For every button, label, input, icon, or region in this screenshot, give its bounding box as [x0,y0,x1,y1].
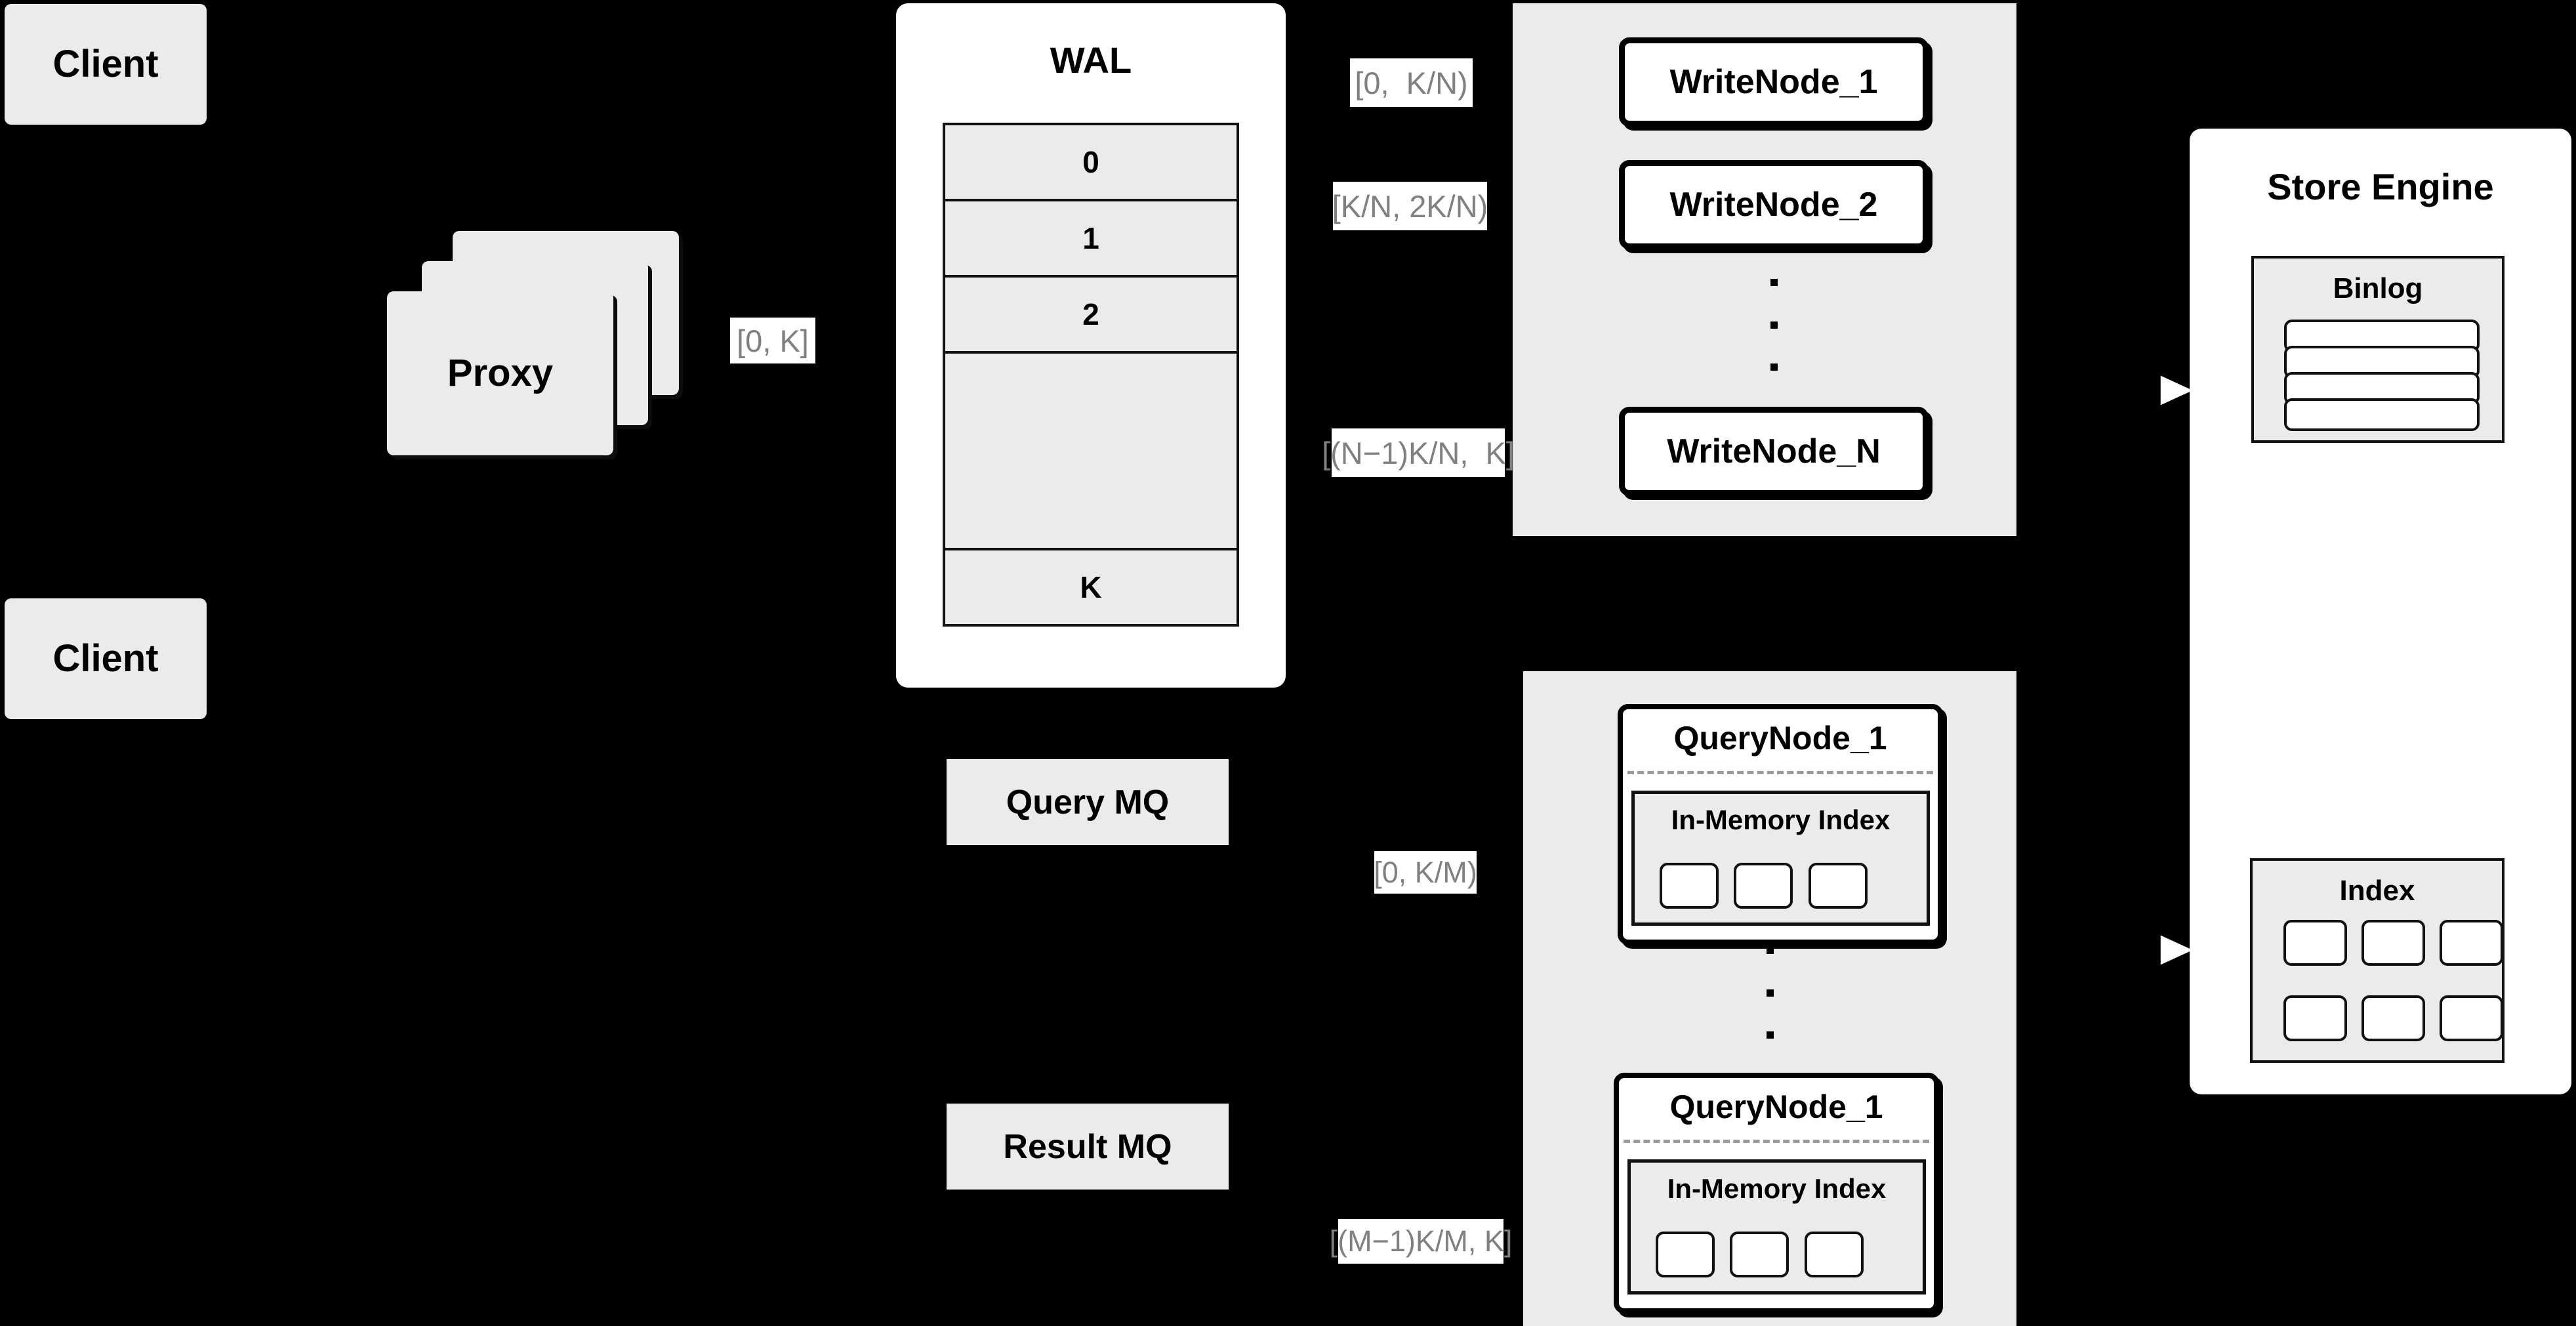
edge-label-mq-to-querynode-m: [(M−1)K/M, K] [1330,1219,1512,1264]
write-node-1[interactable]: WriteNode_1 [1619,37,1929,127]
edge-label-wal-to-writenode-2: [K/N, 2K/N) [1332,182,1488,230]
wal-entry-ellipsis [943,351,2037,848]
index-title: Index [2250,873,2504,909]
index-cell-r2c2[interactable] [2361,995,2425,1041]
store-engine-title: Store Engine [2190,166,2571,208]
wal-entry-1[interactable]: 1 [943,199,1239,275]
edge-label-proxy-to-wal-text: [0, K] [737,323,809,358]
write-nodes-vertical-ellipsis-icon [1770,279,1778,371]
edge-label-wal-to-writenode-1: [0, K/N) [1350,58,1473,107]
index-cell-r2c3[interactable] [2440,995,2503,1041]
proxy-label: Proxy [447,352,554,394]
query-node-m-segment-2[interactable] [1730,1232,1789,1277]
write-node-1-label: WriteNode_1 [1669,63,1878,101]
wal-entry-k[interactable]: K [943,548,1239,627]
wal-entry-2-label: 2 [1082,297,1099,331]
query-node-m-divider [1624,1140,1929,1143]
store-engine-title-text: Store Engine [2267,166,2494,207]
query-node-1-segment-1[interactable] [1660,863,1719,909]
index-cell-r1c1[interactable] [2283,920,2347,966]
query-mq-box[interactable]: Query MQ [947,759,1229,845]
query-nodes-vertical-ellipsis-icon [1766,947,1774,1039]
binlog-title-text: Binlog [2333,272,2423,304]
query-node-1-label-text: QueryNode_1 [1673,720,1887,756]
wal-entry-2[interactable]: 2 [943,275,1239,351]
edge-label-mq-to-querynode-1: [0, K/M) [1374,851,1477,894]
query-node-m-segment-1[interactable] [1656,1232,1715,1277]
result-mq-box[interactable]: Result MQ [947,1104,1229,1190]
proxy-box[interactable]: Proxy [387,291,613,455]
result-mq-label: Result MQ [1003,1127,1172,1166]
query-node-1-segment-3[interactable] [1809,863,1868,909]
query-node-1-divider [1627,771,1933,774]
write-node-2-label: WriteNode_2 [1669,186,1878,224]
query-node-m-memory-index-label: In-Memory Index [1627,1171,1926,1207]
query-node-1-memory-index-label: In-Memory Index [1631,802,1930,838]
write-node-n-label: WriteNode_N [1667,432,1881,470]
wal-entry-0-label: 0 [1082,145,1099,179]
edge-label-mq-to-querynode-m-text: [(M−1)K/M, K] [1329,1224,1513,1258]
query-node-m-label-text: QueryNode_1 [1669,1088,1883,1125]
edge-label-wal-to-writenode-n: [(N−1)K/N, K] [1322,428,1515,477]
client-box-2[interactable]: Client [5,598,207,719]
wal-entry-1-label: 1 [1082,221,1099,255]
query-node-m-memory-index-label-text: In-Memory Index [1667,1172,1887,1204]
query-node-1-segment-2[interactable] [1734,863,1793,909]
edge-label-proxy-to-wal: [0, K] [730,318,815,363]
query-node-m-segment-3[interactable] [1805,1232,1864,1277]
write-node-n[interactable]: WriteNode_N [1619,407,1929,496]
edge-label-wal-to-writenode-n-text: [(N−1)K/N, K] [1322,435,1515,470]
index-cell-r1c2[interactable] [2361,920,2425,966]
client-box-1[interactable]: Client [5,4,207,125]
write-node-2[interactable]: WriteNode_2 [1619,160,1929,249]
binlog-title: Binlog [2251,270,2504,307]
edge-label-wal-to-writenode-1-text: [0, K/N) [1355,65,1468,100]
wal-entry-0[interactable]: 0 [943,123,1239,199]
query-mq-label: Query MQ [1006,783,1170,821]
index-title-text: Index [2339,875,2415,907]
query-node-m-label: QueryNode_1 [1614,1084,1939,1130]
edge-label-mq-to-querynode-1-text: [0, K/M) [1374,855,1477,889]
client-label-1: Client [52,43,159,85]
wal-entry-k-label: K [1080,570,1102,604]
edge-label-wal-to-writenode-2-text: [K/N, 2K/N) [1332,188,1488,224]
query-node-1-label: QueryNode_1 [1618,715,1943,761]
wal-vertical-ellipsis-icon [2029,754,2037,848]
binlog-row-4[interactable] [2284,398,2480,431]
wal-title-text: WAL [1050,39,1132,81]
query-node-1-memory-index-label-text: In-Memory Index [1671,804,1891,835]
index-cell-r1c3[interactable] [2440,920,2503,966]
index-cell-r2c1[interactable] [2283,995,2347,1041]
client-label-2: Client [52,637,159,680]
wal-title: WAL [896,41,1286,80]
